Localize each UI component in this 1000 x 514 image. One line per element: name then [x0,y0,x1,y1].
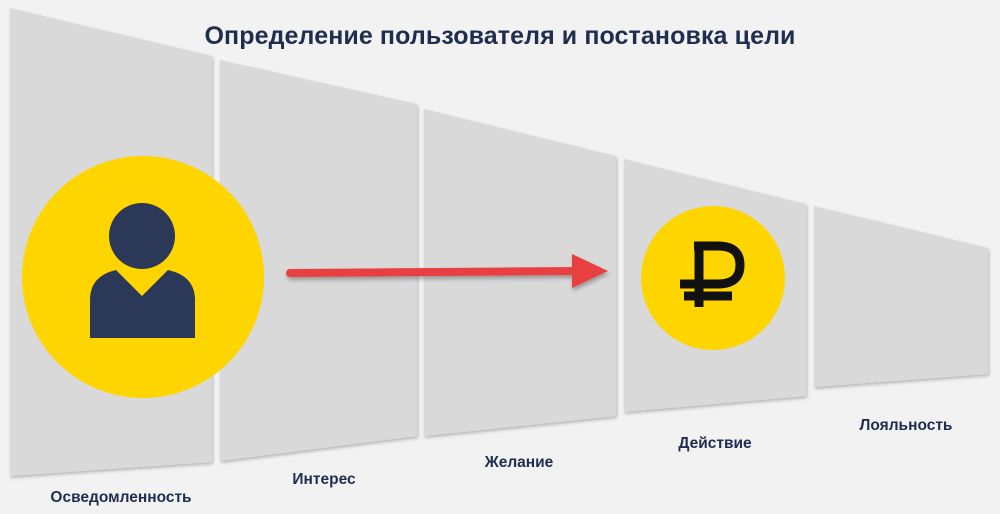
user-icon [22,156,264,398]
arrow-head [572,254,608,288]
funnel-panel-interest [220,60,417,461]
user-body [90,270,195,338]
user-head [109,203,175,269]
funnel-panel-loyalty [814,206,988,387]
stage-label-desire: Желание [484,454,554,471]
stage-label-interest: Интерес [292,471,356,488]
user-circle [22,156,264,398]
stage-label-action: Действие [678,435,752,452]
page-title: Определение пользователя и постановка це… [204,22,796,50]
arrow-right-icon [286,254,608,288]
ruble-icon [641,206,785,350]
arrow-shaft [286,267,586,277]
stage-label-loyalty: Лояльность [859,417,953,434]
ruble-circle [641,206,785,350]
stage-label-awareness: Осведомленность [50,489,192,506]
